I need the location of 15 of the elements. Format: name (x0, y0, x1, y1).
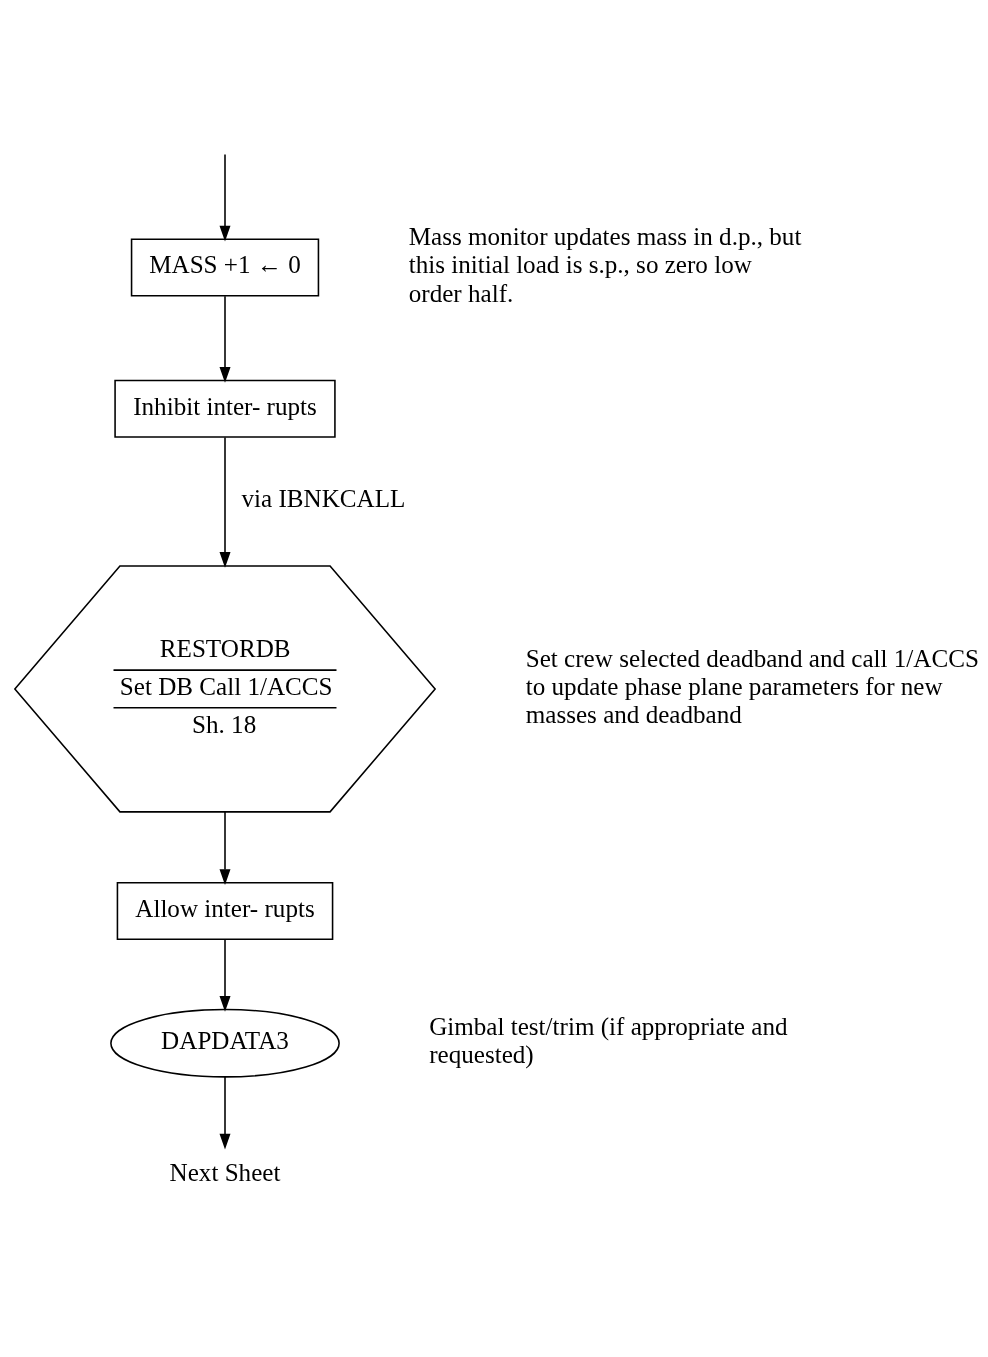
arrow (219, 938, 231, 1012)
edge-label: via IBNKCALL (241, 485, 406, 513)
arrow (219, 436, 231, 568)
node-label: Mass monitor updates mass in d.p., but this initial load is s.p., so zero low order half. (408, 223, 802, 307)
node-text: Next Sheet (169, 1159, 281, 1187)
arrow (219, 811, 231, 885)
arrow (219, 1075, 231, 1150)
arrow (219, 295, 231, 383)
node-box: Inhibit inter- rupts (114, 379, 336, 438)
arrow (219, 153, 231, 242)
node-box: MASS +1 ← 0 (130, 238, 320, 297)
node-ellipse: DAPDATA3 (110, 1008, 340, 1078)
node-label: Set crew selected deadband and call 1/ACCS to update phase plane parameters for new masses and deadband (525, 644, 979, 729)
node-label: Gimbal test/trim (if appropriate and requested) (429, 1013, 788, 1069)
node-box: Allow inter- rupts (116, 881, 334, 940)
